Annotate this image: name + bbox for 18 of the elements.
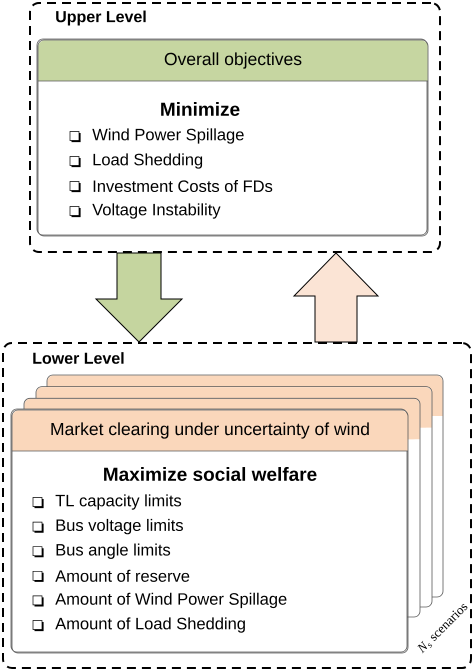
list-item: Voltage Instability — [92, 203, 221, 219]
list-item: Amount of Wind Power Spillage — [55, 592, 286, 608]
list-item: TL capacity limits — [56, 494, 182, 510]
card-header: Market clearing under uncertainty of wind — [51, 422, 369, 439]
group-title: Lower Level — [33, 352, 124, 364]
group-title: Upper Level — [56, 10, 146, 26]
block-arrow — [94, 252, 184, 343]
list-item: Bus voltage limits — [56, 518, 183, 534]
list-item: Investment Costs of FDs — [94, 180, 272, 192]
card-heading: Maximize social welfare — [104, 467, 317, 481]
card-heading: Minimize — [161, 102, 240, 116]
list-item: Bus angle limits — [56, 544, 170, 559]
list-item: Amount of Load Shedding — [55, 617, 245, 633]
list-item: Amount of reserve — [55, 570, 190, 582]
card-header: Overall objectives — [164, 52, 302, 69]
list-item: Load Shedding — [94, 153, 202, 169]
block-arrow — [292, 252, 380, 342]
list-item: Wind Power Spillage — [92, 128, 244, 144]
